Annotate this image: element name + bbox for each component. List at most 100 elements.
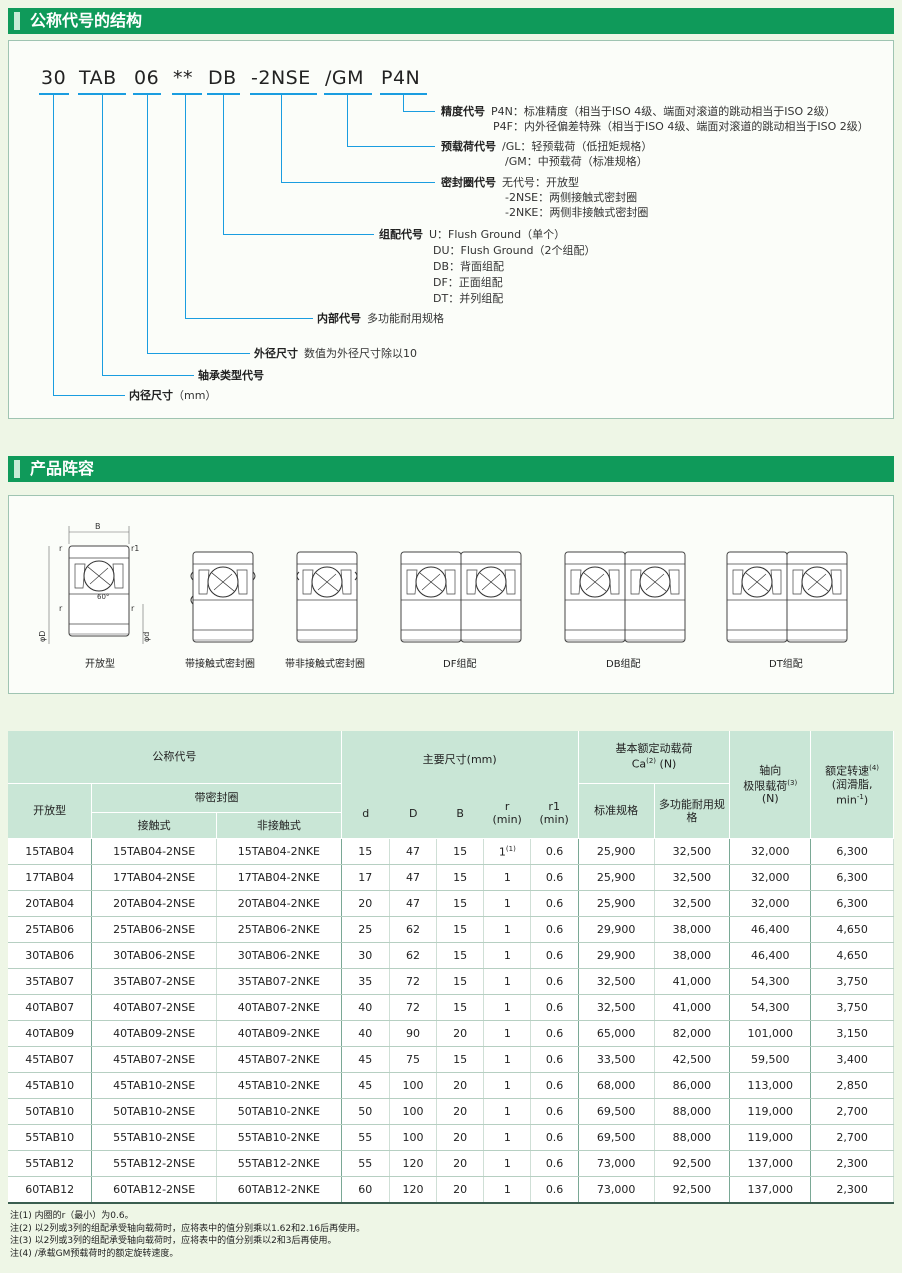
- table-cell: 0.6: [530, 1124, 579, 1151]
- table-cell: 88,000: [654, 1098, 731, 1125]
- table-cell: 45TAB10-2NKE: [216, 1072, 342, 1099]
- dim-r-top: r: [59, 544, 63, 553]
- table-cell: 2,850: [810, 1072, 894, 1099]
- table-cell: 15: [341, 838, 390, 865]
- cell-value: 30: [358, 949, 373, 962]
- cell-value: 15: [453, 975, 468, 988]
- cell-value: 40: [358, 1001, 373, 1014]
- th-open: 开放型: [8, 783, 93, 839]
- conn-bore-h: [53, 395, 125, 396]
- cell-value: 15: [453, 845, 468, 858]
- cell-value: 0.6: [545, 1182, 564, 1196]
- table-cell: 25,900: [578, 864, 655, 891]
- bore-value: （mm）: [173, 389, 217, 402]
- cell-value: 15TAB04: [25, 845, 75, 858]
- table-cell: 20TAB04: [8, 890, 93, 917]
- conn-precision-v: [403, 95, 404, 112]
- cell-value: 54,300: [751, 1001, 790, 1014]
- cell-value: 120: [402, 1182, 424, 1196]
- underline-seal: [250, 93, 317, 95]
- th-speed-3: min: [836, 793, 857, 807]
- table-cell: 17TAB04-2NSE: [91, 864, 218, 891]
- cell-value: 60TAB12-2NKE: [237, 1182, 320, 1196]
- table-cell: 35TAB07: [8, 968, 93, 995]
- table-cell: 17TAB04-2NKE: [216, 864, 342, 891]
- table-cell: 86,000: [654, 1072, 731, 1099]
- label-seal: 密封圈代号无代号：开放型: [441, 175, 579, 190]
- cell-value: 29,900: [596, 949, 636, 962]
- cell-value: 60TAB12: [25, 1182, 75, 1196]
- cell-value: 0.6: [545, 1027, 564, 1040]
- table-cell: 1: [483, 890, 532, 917]
- cell-value: 0.6: [545, 1001, 564, 1014]
- code-part-internal: **: [173, 67, 193, 89]
- cell-value: 46,400: [751, 949, 790, 962]
- table-cell: 101,000: [729, 1020, 812, 1047]
- table-cell: 20: [436, 1150, 485, 1177]
- cell-value: 50TAB10-2NKE: [237, 1105, 320, 1118]
- cell-value: 59,500: [751, 1053, 790, 1066]
- th-multi: 多功能耐用规格: [654, 783, 731, 839]
- conn-outer-v: [147, 95, 148, 354]
- cell-value: 32,500: [672, 845, 712, 858]
- table-cell: 20TAB04-2NKE: [216, 890, 342, 917]
- cell-value: 35: [358, 975, 373, 988]
- cell-value: 41,000: [672, 1001, 712, 1014]
- table-cell: 113,000: [729, 1072, 812, 1099]
- cell-value: 40TAB09: [25, 1027, 75, 1040]
- combination-line-5: DT：并列组配: [433, 292, 504, 305]
- precision-line-2: P4F：内外径偏差特殊（相当于ISO 4级、端面对滚道的跳动相当于ISO 2级）: [493, 120, 869, 133]
- combination-line-4: DF：正面组配: [433, 276, 503, 289]
- table-cell: 0.6: [530, 942, 579, 969]
- table-cell: 2,300: [810, 1150, 894, 1177]
- table-cell: 2,700: [810, 1098, 894, 1125]
- table-cell: 55: [341, 1124, 390, 1151]
- cell-value: 60TAB12-2NSE: [113, 1182, 196, 1196]
- table-cell: 1: [483, 1124, 532, 1151]
- cell-value: 2,300: [836, 1157, 868, 1170]
- cell-value: 32,500: [672, 871, 712, 884]
- table-cell: 60: [341, 1176, 390, 1204]
- dim-d: φd: [142, 632, 151, 642]
- cell-value: 25TAB06-2NKE: [237, 923, 320, 936]
- drawing-db: [564, 551, 686, 643]
- code-part-bore: 30: [41, 67, 67, 89]
- cell-value: 32,000: [751, 845, 790, 858]
- cell-value: 119,000: [747, 1105, 794, 1118]
- table-cell: 45TAB10: [8, 1072, 93, 1099]
- cell-value: 92,500: [672, 1157, 712, 1170]
- seal-line-3: -2NKE：两侧非接触式密封圈: [505, 206, 649, 219]
- note-2: 注(2) 以2列或3列的组配承受轴向载荷时，应将表中的值分别乘以1.62和2.1…: [10, 1223, 366, 1234]
- cell-value: 30TAB06: [25, 949, 75, 962]
- table-cell: 29,900: [578, 942, 655, 969]
- table-cell: 15: [436, 994, 485, 1021]
- cell-value: 15: [358, 845, 373, 858]
- table-cell: 55TAB10-2NSE: [91, 1124, 218, 1151]
- cell-value: 32,500: [596, 975, 636, 988]
- label-outer: 外径尺寸数值为外径尺寸除以10: [254, 346, 417, 361]
- cell-value: 20: [453, 1079, 468, 1092]
- table-cell: 46,400: [729, 942, 812, 969]
- cell-value: 15: [453, 949, 468, 962]
- section-title-lineup: 产品阵容: [8, 456, 894, 482]
- table-cell: 75: [389, 1046, 438, 1073]
- cell-value: 40TAB09-2NSE: [113, 1027, 196, 1040]
- table-cell: 40: [341, 994, 390, 1021]
- table-cell: 38,000: [654, 942, 731, 969]
- table-cell: 32,000: [729, 864, 812, 891]
- caption-contact-seal: 带接触式密封圈: [185, 659, 255, 670]
- table-cell: 54,300: [729, 968, 812, 995]
- table-cell: 30TAB06: [8, 942, 93, 969]
- table-cell: 1: [483, 1098, 532, 1125]
- notes: 注(1) 内圈的r（最小）为0.6。 注(2) 以2列或3列的组配承受轴向载荷时…: [10, 1210, 365, 1260]
- label-bore: 内径尺寸（mm）: [129, 388, 216, 403]
- combination-line-3: DB：背面组配: [433, 260, 505, 273]
- table-cell: 38,000: [654, 916, 731, 943]
- table-cell: 0.6: [530, 968, 579, 995]
- cell-value: 35TAB07-2NKE: [237, 975, 320, 988]
